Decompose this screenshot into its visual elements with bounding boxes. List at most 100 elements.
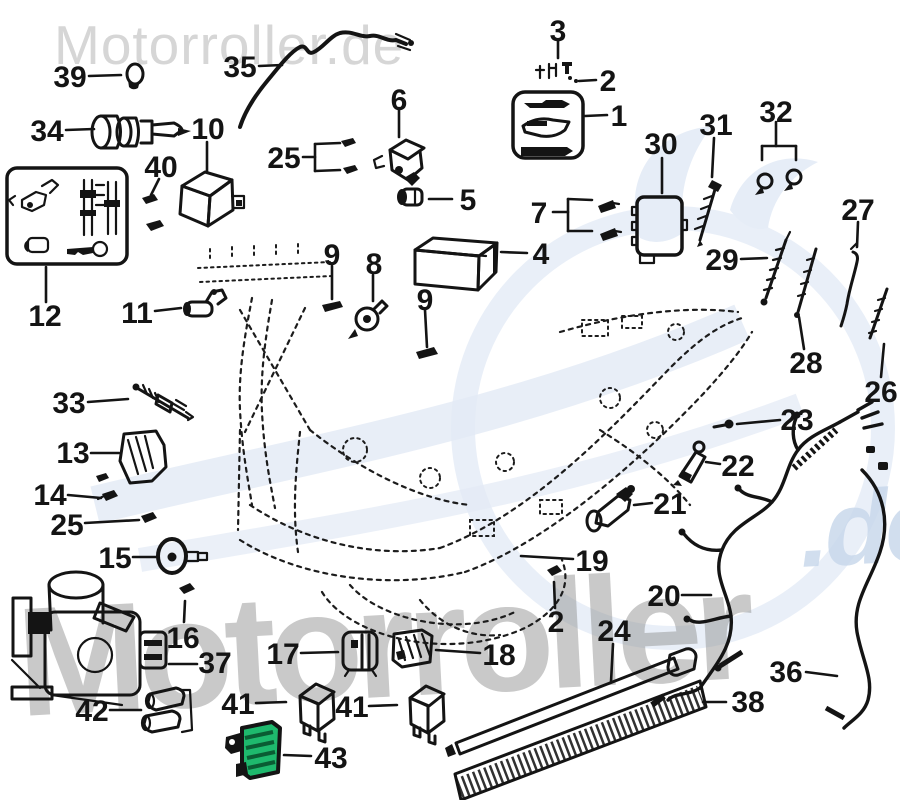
part-number-label: 9 [324,239,341,272]
part-number-label: 3 [550,15,567,48]
part-number-label: 9 [417,284,434,317]
leader-line [257,63,284,68]
part-number-label: 2 [600,65,617,98]
part-number-label: 23 [780,404,813,437]
part-number-label: 27 [841,194,874,227]
part-throttle-body [10,570,168,707]
part-number-label: 31 [699,109,732,142]
part-screw-25b [141,512,157,523]
part-number-label: 8 [366,248,383,281]
part-number-label: 43 [314,742,347,775]
part-number-label: 1 [611,100,628,133]
watermark-site-text: Motorroller.de [54,14,404,76]
part-number-label: 19 [575,545,608,578]
part-number-label: 41 [221,688,254,721]
leader-line [313,141,342,146]
part-mount-screws-7 [598,200,623,241]
part-number-label: 24 [597,615,631,648]
part-ring-sensor-8 [348,299,389,339]
leader-line [254,700,288,705]
part-number-label: 11 [121,297,153,330]
leader-line [735,418,782,426]
part-number-label: 5 [460,184,477,217]
part-number-label: 30 [644,128,677,161]
leader-line [577,78,598,83]
leader-line [519,554,575,561]
part-number-label: 35 [223,51,256,84]
leader-line [879,342,886,379]
leader-line [710,136,716,179]
part-number-label: 17 [266,638,299,671]
part-number-label: 12 [28,300,61,333]
part-sensor-22 [673,440,707,486]
part-fuse-holder-43 [225,720,282,780]
part-number-label: 36 [769,656,802,689]
part-sensor-34 [90,114,191,150]
leader-line [282,753,313,758]
part-grommet-15 [156,537,209,575]
part-number-label: 10 [191,113,224,146]
part-sensor-5 [397,187,424,207]
leader-line [804,670,839,678]
part-number-label: 2 [548,606,565,639]
part-number-label: 32 [759,96,792,129]
leader-line [739,256,769,261]
part-screws-40 [142,194,164,231]
part-number-label: 7 [531,197,548,230]
leader-line [552,580,557,610]
part-threaded-rod-29 [760,230,792,306]
leader-line [153,306,183,313]
part-number-label: 20 [647,580,680,613]
part-relay-17 [341,630,379,678]
part-ecu-30 [630,195,689,265]
leader-line [704,460,722,466]
parts-layer [5,30,889,800]
part-number-label: 42 [75,695,108,728]
part-screws-25-top [341,138,358,174]
part-number-label: 16 [166,622,199,655]
part-number-label: 22 [721,450,754,483]
part-screw-9a [322,301,343,312]
part-number-label: 26 [864,376,897,409]
part-number-label: 37 [198,647,231,680]
leader-line [423,308,429,349]
part-number-label: 13 [56,437,89,470]
part-number-label: 33 [52,387,85,420]
part-injector-6 [372,138,426,186]
watermark-layer: Motorroller.de Motorroller .de [13,14,900,749]
part-corrugated-tube-38 [453,679,708,800]
part-sensor-21 [585,485,635,533]
leader-line [86,397,130,404]
part-number-label: 18 [482,639,515,672]
leader-line [499,250,529,255]
frame-sketch [197,242,754,646]
leader-line [434,648,482,655]
part-wire-lead-35 [238,30,414,129]
leader-line [149,177,161,197]
part-ignition-coil-10 [178,170,246,228]
part-twin-connector-42 [140,686,194,734]
part-screw-19-2 [547,565,562,576]
leader-line [583,113,609,118]
part-number-label: 14 [33,479,67,512]
part-number-label: 4 [533,238,550,271]
leader-line [367,703,399,708]
part-number-label: 29 [705,244,738,277]
part-screw-9b [416,347,438,359]
part-number-label: 15 [98,542,131,575]
watermark-diagonal-suffix: .de [796,466,900,590]
part-battery-box-4 [413,236,499,292]
part-number-label: 40 [144,151,177,184]
part-number-label: 34 [30,115,64,148]
leader-line [313,168,342,173]
part-connector-18 [391,628,434,669]
part-relay-41a [298,682,336,744]
leader-line [299,650,340,655]
leader-line [66,493,103,500]
part-number-label: 6 [391,84,408,117]
part-number-label: 38 [731,686,764,719]
leader-line [609,642,615,684]
part-screw-16 [179,583,195,594]
